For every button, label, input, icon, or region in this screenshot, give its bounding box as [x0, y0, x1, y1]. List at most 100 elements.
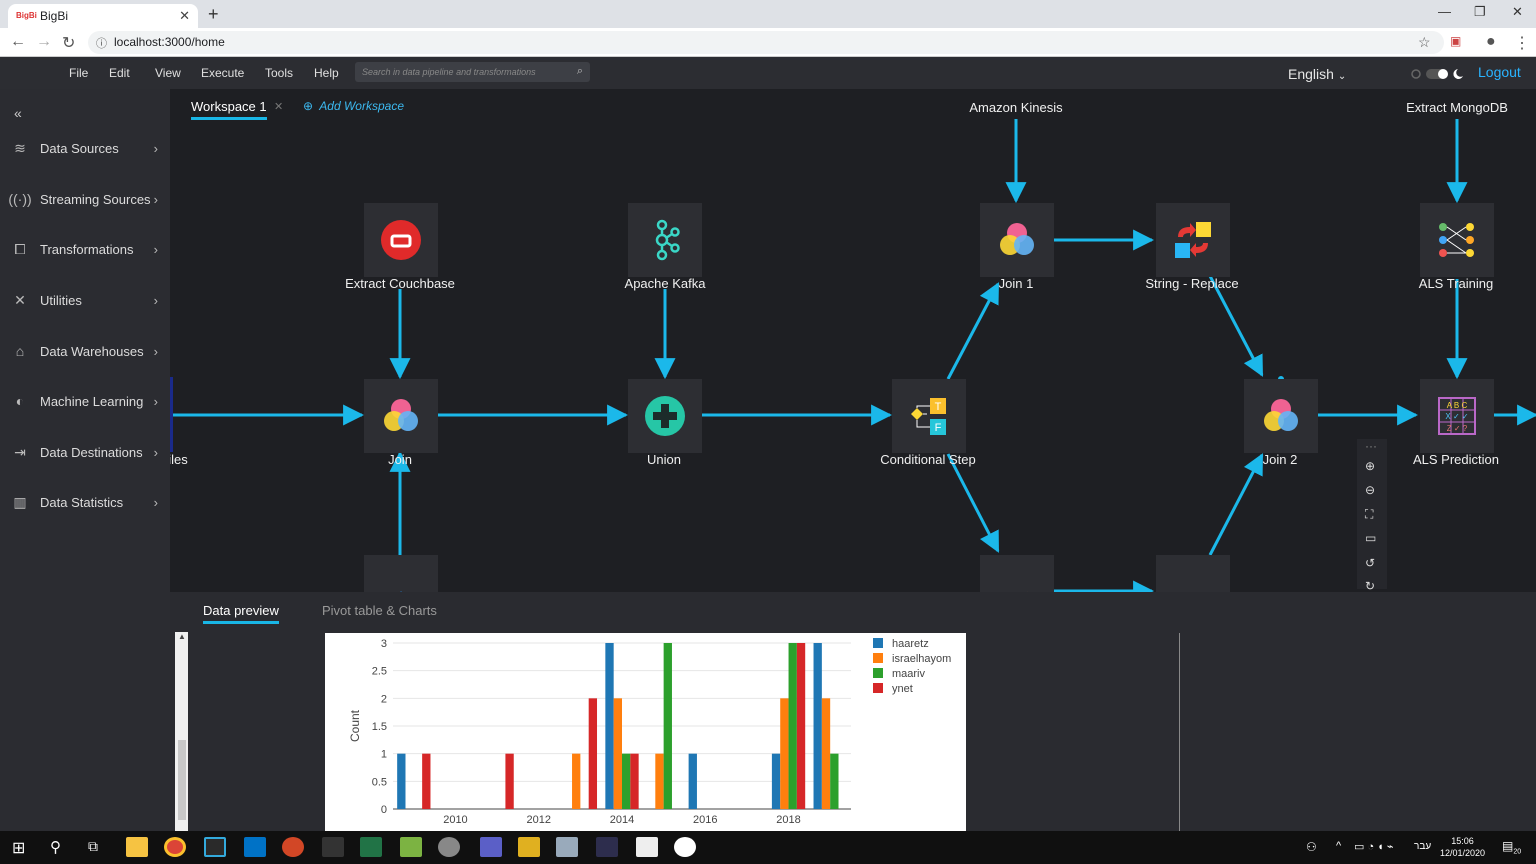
zoom-in-icon[interactable]: ⊕ [1365, 459, 1376, 473]
forward-icon[interactable]: → [36, 33, 52, 50]
tab-data-preview[interactable]: Data preview [203, 603, 279, 624]
sidebar-item-transformations[interactable]: ⧠ Transformations › [0, 236, 170, 262]
node-apache-kafka[interactable] [628, 203, 702, 277]
node-join-1[interactable] [980, 203, 1054, 277]
scrollbar-thumb[interactable] [178, 740, 186, 820]
webstorm-icon[interactable] [204, 837, 226, 857]
edge-conditional-false[interactable] [946, 453, 1000, 553]
photos-icon[interactable] [636, 837, 658, 857]
fit-screen-icon[interactable]: ⛶ [1365, 507, 1374, 521]
node-join-2[interactable] [1244, 379, 1318, 453]
input-language[interactable]: עבר [1414, 841, 1432, 852]
info-icon[interactable]: ⓘ [96, 38, 107, 50]
file-explorer-icon[interactable] [126, 837, 148, 857]
node-azure[interactable] [364, 555, 438, 592]
node-als-training[interactable] [1420, 203, 1494, 277]
app-icon-2[interactable] [518, 837, 540, 857]
url-field[interactable]: ⓘ localhost:3000/home [88, 31, 1444, 54]
edge-conditional-join1[interactable] [946, 282, 1000, 380]
new-tab-button[interactable]: + [208, 4, 219, 24]
extension-icon[interactable]: ▣ [1450, 34, 1462, 48]
notifications-icon[interactable]: ▤20 [1502, 839, 1522, 856]
close-workspace-icon[interactable]: ✕ [274, 101, 284, 113]
clock[interactable]: 15:06 12/01/2020 [1440, 835, 1485, 859]
sidebar-item-machine-learning[interactable]: ◐ Machine Learning › [0, 388, 170, 414]
menu-file[interactable]: File [69, 66, 89, 80]
minimap-icon[interactable]: ▭ [1365, 531, 1377, 545]
teams-icon[interactable] [480, 837, 502, 857]
menu-tools[interactable]: Tools [265, 66, 294, 80]
node-union[interactable] [628, 379, 702, 453]
x-tick-label: 2016 [693, 814, 717, 826]
bookmark-star-icon[interactable]: ☆ [1418, 34, 1431, 50]
node-bottom-left[interactable] [980, 555, 1054, 592]
tab-workspace-1[interactable]: Workspace 1 [191, 99, 267, 120]
minimize-icon[interactable]: — [1438, 4, 1451, 19]
people-icon[interactable]: ⚇ [1306, 840, 1317, 854]
zoom-toolbar: ··· ⊕ ⊖ ⛶ ▭ ↺ ↻ [1357, 439, 1387, 592]
sidebar-item-data-destinations[interactable]: ⇥ Data Destinations › [0, 439, 170, 465]
notepad-icon[interactable] [400, 837, 422, 857]
logout-link[interactable]: Logout [1478, 64, 1521, 80]
zoom-out-icon[interactable]: ⊖ [1365, 483, 1376, 497]
sidebar-item-data-warehouses[interactable]: ⌂ Data Warehouses › [0, 338, 170, 364]
sidebar-item-data-statistics[interactable]: ▥ Data Statistics › [0, 489, 170, 515]
menu-help[interactable]: Help [314, 66, 339, 80]
node-join[interactable] [364, 379, 438, 453]
search-input[interactable]: Search in data pipeline and transformati… [355, 62, 590, 82]
menu-view[interactable]: View [155, 66, 181, 80]
bar-ynet [796, 643, 806, 809]
app-icon-4[interactable] [596, 837, 618, 857]
search-icon[interactable]: ⌕ [576, 65, 583, 77]
y-tick-label: 2 [381, 693, 387, 705]
close-window-icon[interactable]: ✕ [1512, 4, 1523, 19]
undo-icon[interactable]: ↺ [1365, 556, 1376, 570]
sidebar-item-utilities[interactable]: ✕ Utilities › [0, 287, 170, 313]
search-icon[interactable]: ⚲ [50, 839, 61, 856]
node-bottom-right[interactable] [1156, 555, 1230, 592]
windows-start-icon[interactable]: ⊞ [12, 840, 26, 857]
tray-icons[interactable]: ▭ ◔ ◖ ⌁ [1354, 841, 1394, 853]
menu-edit[interactable]: Edit [109, 66, 130, 80]
menu-execute[interactable]: Execute [201, 66, 245, 80]
edge-string-replace-join2[interactable] [1208, 275, 1264, 377]
theme-toggle[interactable] [1410, 66, 1466, 82]
sidebar-item-data-sources[interactable]: ≋ Data Sources › [0, 135, 170, 161]
tray-arrow-icon[interactable]: ^ [1336, 840, 1342, 852]
tab-pivot-charts[interactable]: Pivot table & Charts [322, 603, 437, 618]
address-bar: ← → ↻ ⓘ localhost:3000/home ☆ ▣ ● ⋮ [0, 28, 1536, 57]
close-tab-icon[interactable]: ✕ [179, 8, 190, 23]
reload-icon[interactable]: ↻ [62, 35, 76, 52]
paint-icon[interactable] [438, 837, 460, 857]
restore-icon[interactable]: ❐ [1474, 4, 1486, 19]
app-icon-3[interactable] [556, 837, 578, 857]
sidebar-item-streaming-sources[interactable]: ((·)) Streaming Sources › [0, 186, 170, 212]
powerpoint-icon[interactable] [282, 837, 304, 857]
back-icon[interactable]: ← [10, 33, 26, 50]
profile-icon[interactable]: ● [1486, 33, 1496, 50]
y-tick-label: 2.5 [372, 666, 387, 678]
bar-maariv [788, 643, 797, 809]
redo-icon[interactable]: ↻ [1365, 579, 1376, 592]
outlook-icon[interactable] [244, 837, 266, 857]
language-select[interactable]: English ⌄ [1288, 66, 1346, 82]
node-string-replace[interactable] [1156, 203, 1230, 277]
scroll-up-icon[interactable]: ▲ [178, 632, 186, 641]
legend-label: maariv [892, 668, 926, 680]
chrome-icon[interactable] [164, 837, 186, 857]
bar-israelhayom [655, 753, 664, 809]
app-icon[interactable] [322, 837, 344, 857]
app-icon-5[interactable] [674, 837, 696, 857]
browser-tab[interactable]: BigBi BigBi ✕ [8, 4, 198, 28]
more-menu-icon[interactable]: ⋮ [1514, 35, 1530, 52]
task-view-icon[interactable]: ⧉ [88, 838, 98, 854]
more-icon[interactable]: ··· [1365, 439, 1377, 453]
excel-icon[interactable] [360, 837, 382, 857]
node-extract-couchbase[interactable] [364, 203, 438, 277]
collapse-sidebar-icon[interactable]: « [14, 105, 22, 121]
edge-bottom-join2[interactable] [1208, 453, 1264, 556]
add-workspace-button[interactable]: ⊕ Add Workspace [303, 99, 404, 113]
